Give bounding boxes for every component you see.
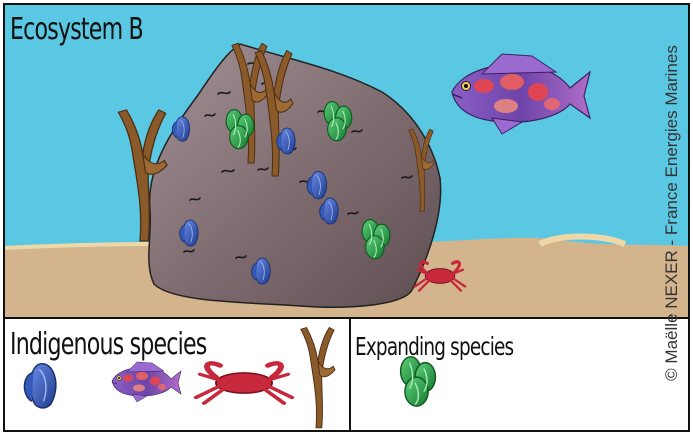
blue-mussel-icon	[24, 364, 55, 408]
indigenous-species-title: Indigenous species	[10, 327, 207, 362]
crab-icon	[196, 363, 292, 403]
fish-icon	[112, 362, 181, 402]
scene-title: Ecosystem B	[10, 12, 143, 47]
green-mussel-icon	[401, 357, 436, 406]
expanding-species-title: Expanding species	[355, 332, 513, 361]
credit-text: © Maëlle NEXER - France Energies Marines	[662, 45, 682, 381]
kelp-icon	[301, 327, 335, 427]
